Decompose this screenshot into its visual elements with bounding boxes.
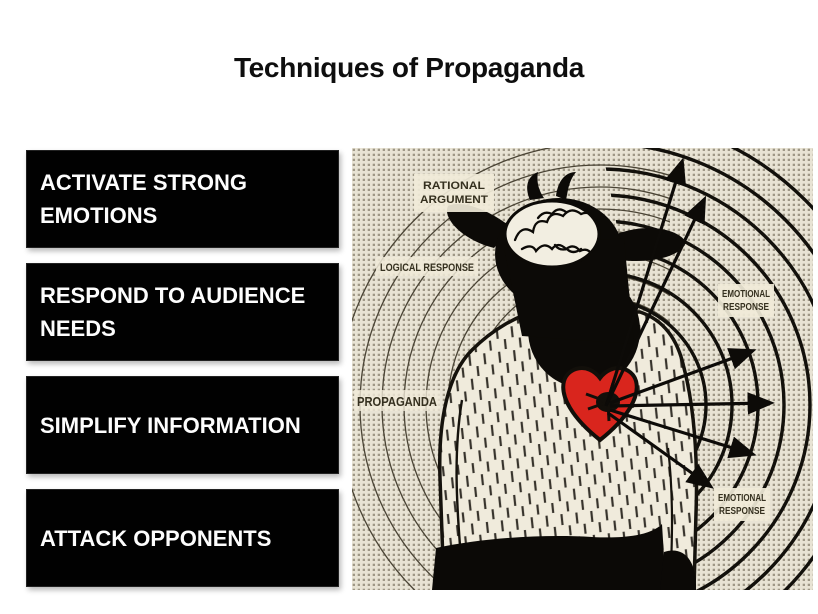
technique-label: ACTIVATE STRONG EMOTIONS [40, 170, 247, 228]
emotional-response-top-line2: RESPONSE [723, 302, 769, 313]
logical-response-label: LOGICAL RESPONSE [380, 262, 474, 274]
rational-argument-label-line2: ARGUMENT [420, 194, 488, 206]
techniques-list: ACTIVATE STRONG EMOTIONS RESPOND TO AUDI… [26, 150, 339, 602]
emotional-response-top-line1: EMOTIONAL [722, 289, 770, 300]
figure-trousers [432, 524, 666, 590]
emotional-bottom-label-bg [714, 488, 770, 521]
emotional-response-bottom-line1: EMOTIONAL [718, 493, 766, 504]
logical-label-bg [376, 257, 478, 276]
propaganda-label-bg [354, 390, 440, 411]
emotional-response-bottom-line2: RESPONSE [719, 506, 765, 517]
illustration-labels: RATIONAL ARGUMENT LOGICAL RESPONSE PROPA… [354, 174, 774, 521]
technique-box-activate-emotions: ACTIVATE STRONG EMOTIONS [26, 150, 339, 248]
rational-argument-label-line1: RATIONAL [423, 180, 485, 192]
technique-label: ATTACK OPPONENTS [40, 525, 272, 551]
propaganda-illustration: RATIONAL ARGUMENT LOGICAL RESPONSE PROPA… [352, 148, 813, 590]
brain-illustration [503, 199, 601, 269]
technique-box-simplify-information: SIMPLIFY INFORMATION [26, 376, 339, 474]
heart-arrows [604, 157, 775, 489]
figure-hand [660, 550, 697, 590]
technique-label: SIMPLIFY INFORMATION [40, 412, 301, 438]
emotional-top-label-bg [718, 284, 774, 317]
propaganda-label: PROPAGANDA [357, 394, 438, 409]
technique-box-attack-opponents: ATTACK OPPONENTS [26, 489, 339, 587]
page-title: Techniques of Propaganda [233, 52, 585, 83]
rational-label-bg [414, 174, 494, 212]
technique-box-respond-needs: RESPOND TO AUDIENCE NEEDS [26, 263, 339, 361]
technique-label: RESPOND TO AUDIENCE NEEDS [40, 283, 306, 341]
